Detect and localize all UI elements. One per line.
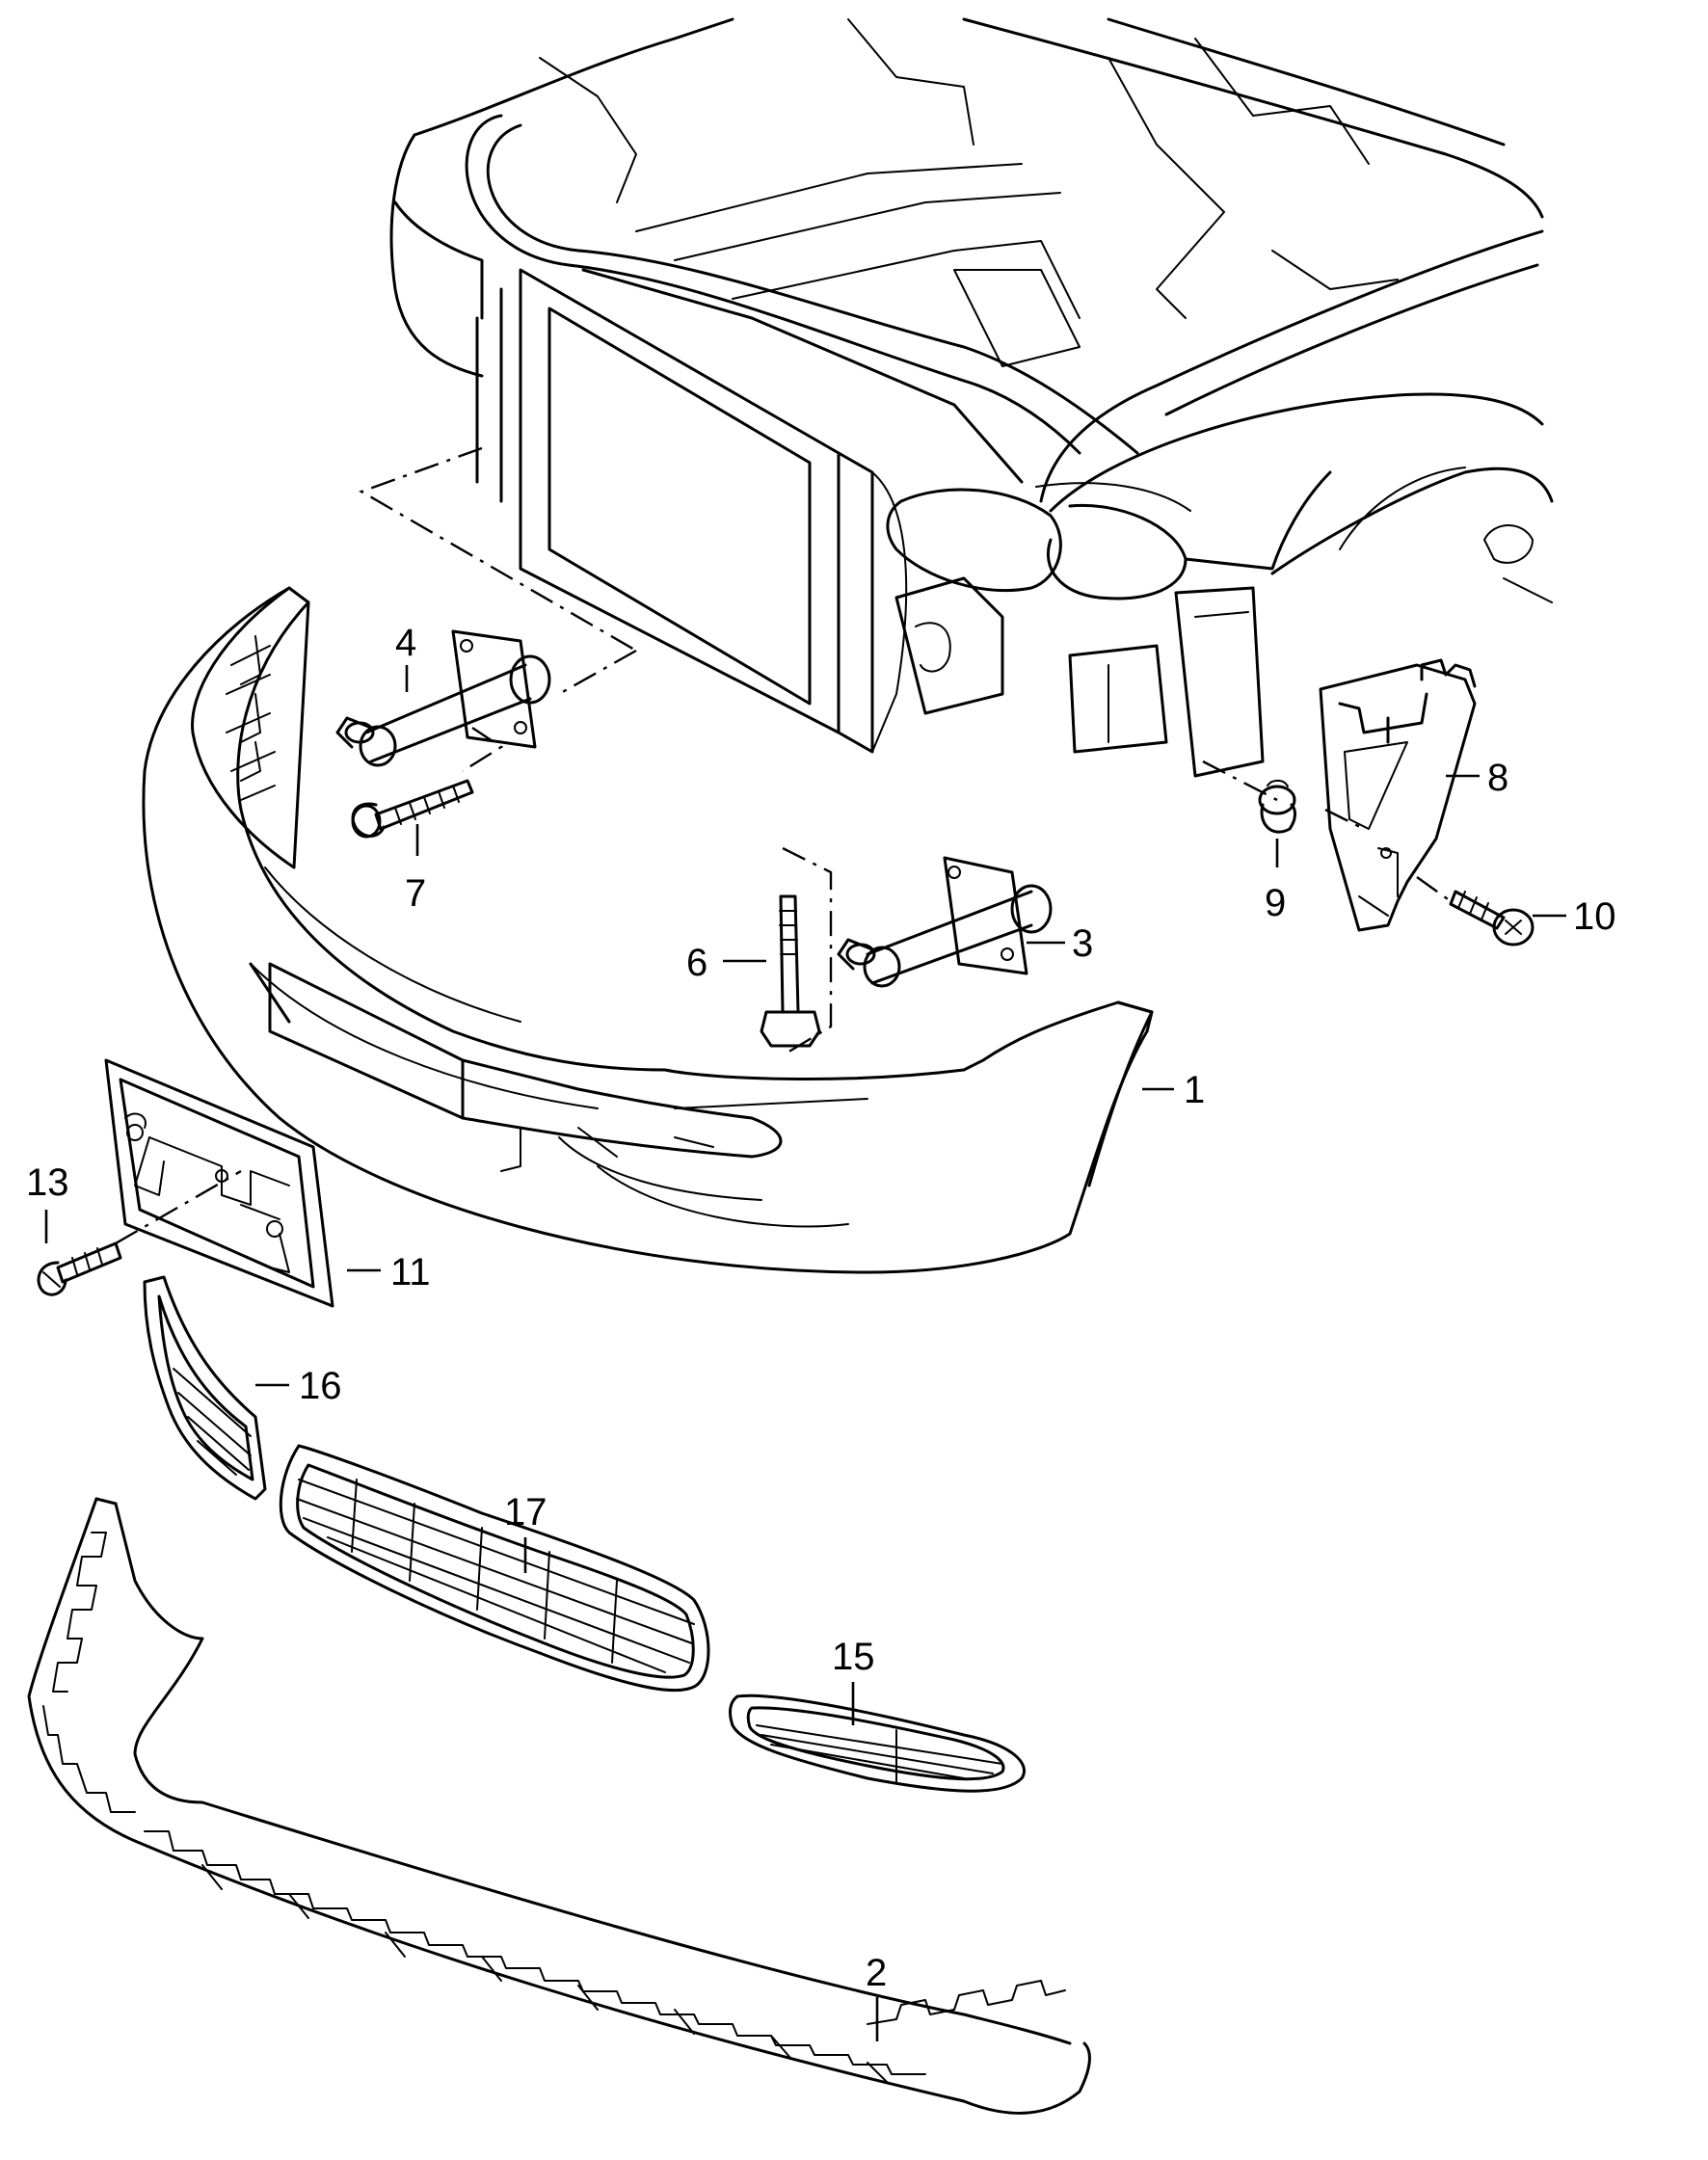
- leader-lines: [44, 665, 1566, 2041]
- car-body-front-end: [389, 17, 1554, 778]
- callout-3: 3: [1072, 922, 1093, 965]
- alignment-dash-lines: [115, 446, 1452, 1245]
- part-7-screw: [351, 779, 474, 839]
- callout-7: 7: [405, 872, 426, 915]
- part-8-side-bracket: [1319, 658, 1477, 932]
- part-17-grille-center: [279, 1444, 710, 1693]
- callout-8: 8: [1487, 757, 1508, 799]
- part-10-screw: [1449, 890, 1535, 947]
- part-16-grille-left: [143, 1275, 267, 1501]
- callout-1: 1: [1184, 1069, 1205, 1111]
- part-15-grille-right: [729, 1693, 1026, 1793]
- part-9-clip: [1258, 779, 1296, 834]
- part-4-bumper-mount: [335, 629, 551, 767]
- callout-10: 10: [1573, 895, 1616, 938]
- part-6-bolt: [760, 894, 821, 1048]
- part-1-bumper-cover: [142, 586, 1154, 1274]
- callout-16: 16: [299, 1365, 342, 1407]
- callout-11: 11: [390, 1251, 431, 1293]
- callout-9: 9: [1265, 882, 1286, 924]
- callout-2: 2: [866, 1952, 887, 1994]
- part-2-lower-spoiler: [27, 1497, 1091, 2115]
- callout-6: 6: [686, 942, 707, 984]
- callout-4: 4: [395, 622, 416, 664]
- part-13-screw: [37, 1241, 122, 1296]
- callout-17: 17: [504, 1491, 547, 1533]
- callout-labels: 1 2 3 4 6 7 8 9 10 11 13 15 16 17: [26, 622, 1616, 1994]
- callout-13: 13: [26, 1161, 69, 1204]
- part-11-license-plate-bracket: [104, 1058, 334, 1308]
- part-3-bumper-mount: [837, 856, 1053, 988]
- callout-15: 15: [832, 1636, 875, 1678]
